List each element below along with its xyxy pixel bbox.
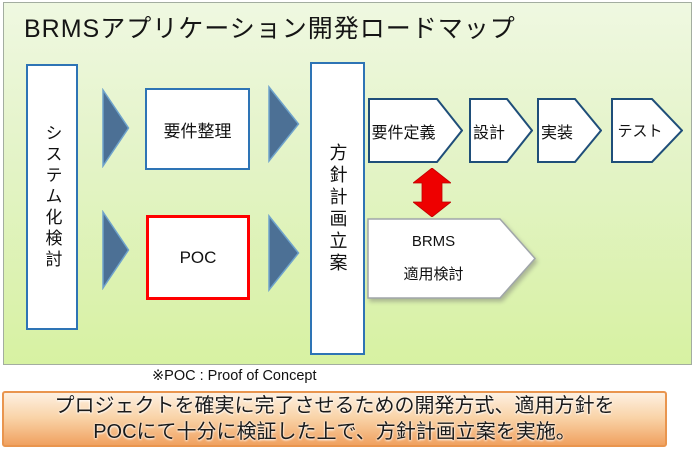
design-label: 設計 — [472, 124, 505, 142]
summary-line1: プロジェクトを確実に完了させるための開発方式、適用方針を — [54, 395, 615, 417]
plan-box: 方針計画立案 — [310, 62, 365, 355]
implementation-label: 実装 — [540, 124, 573, 142]
system-study-label: システム化検討 — [42, 123, 62, 271]
triangle-right-icon — [102, 88, 130, 168]
poc-footnote: ※POC : Proof of Concept — [152, 368, 317, 384]
brms-study-label: BRMS 適用検討 — [367, 218, 500, 299]
system-study-box: システム化検討 — [26, 64, 78, 330]
poc-box: POC — [146, 215, 250, 300]
brms-line1: BRMS — [411, 233, 456, 250]
triangle-right-icon — [268, 214, 300, 292]
requirements-definition-label: 要件定義 — [371, 124, 436, 142]
requirements-box: 要件整理 — [145, 88, 250, 170]
requirements-label: 要件整理 — [163, 121, 232, 141]
summary-line2: POCにて十分に検証した上で、方針計画立案を実施。 — [93, 421, 576, 443]
page-title: BRMSアプリケーション開発ロードマップ — [24, 15, 516, 43]
test-chevron: テスト — [611, 98, 683, 163]
brms-study-pentagon: BRMS 適用検討 — [367, 218, 537, 299]
double-arrow-icon — [413, 168, 451, 217]
summary-callout: プロジェクトを確実に完了させるための開発方式、適用方針を POCにて十分に検証し… — [2, 391, 667, 447]
brms-line2: 適用検討 — [403, 266, 464, 283]
plan-label: 方針計画立案 — [327, 142, 348, 275]
triangle-right-icon — [268, 85, 300, 163]
test-label: テスト — [617, 123, 663, 140]
poc-label: POC — [179, 247, 217, 267]
triangle-right-icon — [102, 210, 130, 290]
design-chevron: 設計 — [469, 98, 533, 163]
implementation-chevron: 実装 — [537, 98, 602, 163]
requirements-definition-chevron: 要件定義 — [368, 98, 463, 163]
